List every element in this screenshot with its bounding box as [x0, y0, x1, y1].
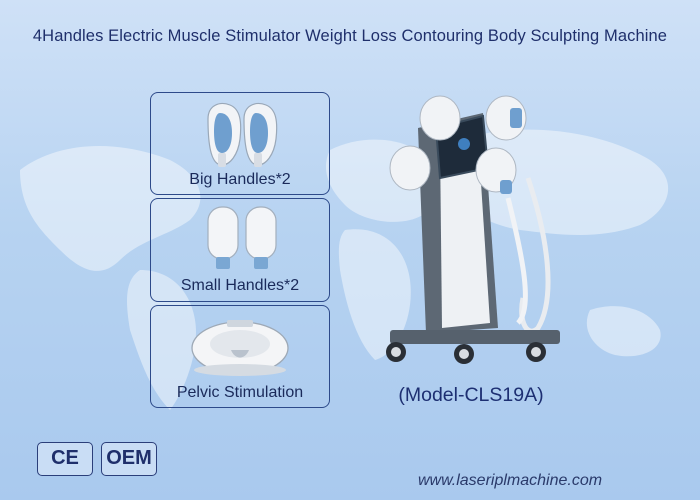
big-handles-panel: Big Handles*2	[150, 92, 330, 195]
small-handles-image	[207, 206, 277, 269]
small-handles-label: Small Handles*2	[180, 277, 300, 294]
website-link[interactable]: www.laseriplmachine.com	[418, 472, 603, 489]
big-handles-label: Big Handles*2	[189, 171, 291, 188]
small-handles-panel: Small Handles*2	[150, 198, 330, 302]
pelvic-seat-image	[191, 320, 289, 376]
pelvic-stimulation-label: Pelvic Stimulation	[176, 384, 304, 401]
oem-badge: OEM	[101, 442, 157, 476]
machine-image	[386, 95, 560, 364]
ce-badge: CE	[37, 442, 93, 476]
big-handles-image	[207, 102, 278, 167]
oem-mark: OEM	[106, 447, 152, 469]
page-title: 4Handles Electric Muscle Stimulator Weig…	[32, 27, 668, 45]
ce-mark: CE	[51, 447, 79, 469]
model-label: (Model-CLS19A)	[398, 384, 544, 406]
pelvic-stimulation-panel: Pelvic Stimulation	[150, 305, 330, 408]
